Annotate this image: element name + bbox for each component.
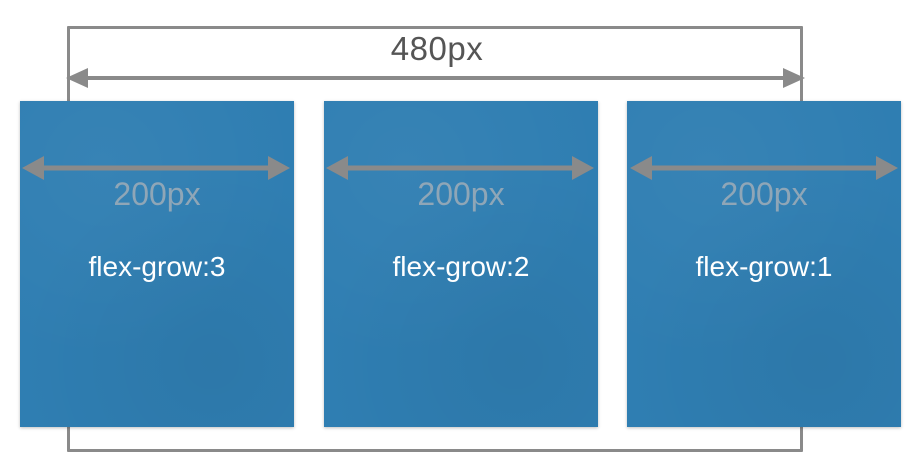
flex-grow-label: flex-grow:2	[392, 251, 530, 282]
flex-item-3: 200px flex-grow:1	[627, 101, 901, 427]
flex-item-1: 200px flex-grow:3	[20, 101, 294, 427]
flex-item-2: 200px flex-grow:2	[324, 101, 598, 427]
flex-grow-label: flex-grow:3	[88, 251, 226, 282]
flex-basis-label: 200px	[113, 176, 201, 212]
flex-grow-label: flex-grow:1	[695, 251, 833, 282]
flex-basis-label: 200px	[417, 176, 505, 212]
flex-basis-label: 200px	[720, 176, 808, 212]
container-width-label: 480px	[390, 30, 484, 67]
